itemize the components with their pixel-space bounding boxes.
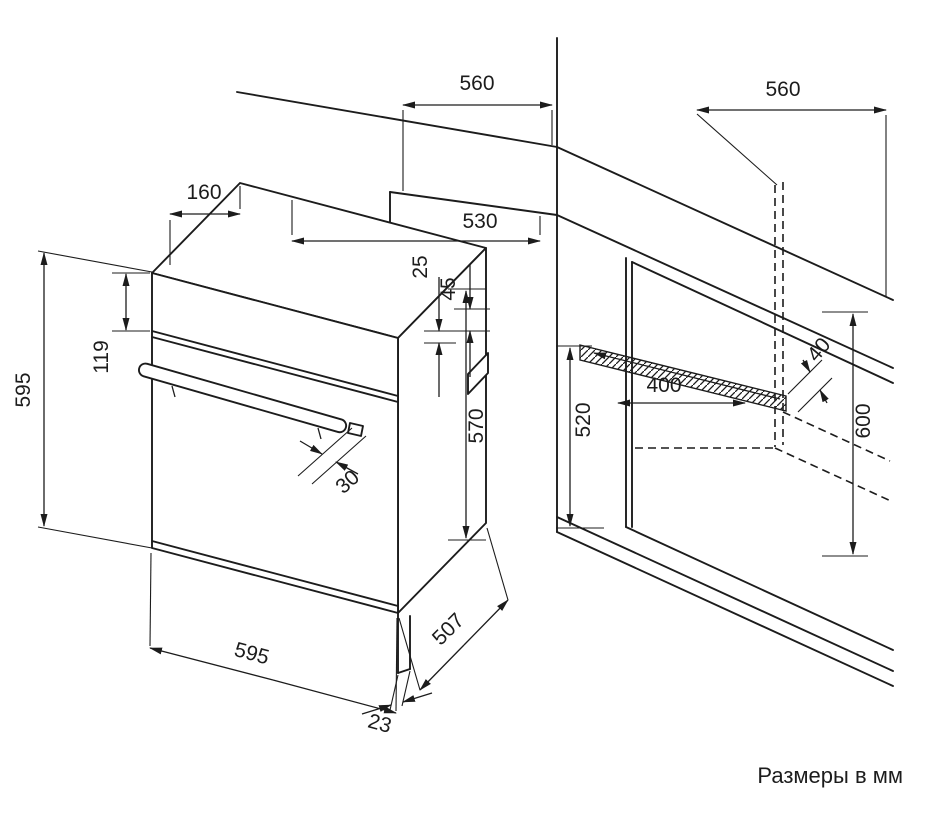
- units-caption: Размеры в мм: [757, 763, 903, 788]
- dim-niche-front-height: 520: [556, 345, 604, 529]
- dim-top-depth: 530: [291, 200, 541, 245]
- dim-label-vent-gap: 40: [803, 333, 836, 366]
- oven-handle: [138, 362, 364, 440]
- dim-label-body-height: 570: [465, 408, 488, 443]
- dim-label-niche-side-depth: 560: [765, 78, 800, 101]
- dim-label-oven-width: 595: [232, 638, 272, 669]
- dim-body-height: 570: [448, 288, 488, 541]
- dim-label-base-recess: 23: [365, 710, 394, 738]
- dim-label-top-clearance: 25: [409, 255, 432, 278]
- dim-niche-rear-height: 600: [822, 311, 875, 557]
- oven-base: [397, 612, 411, 674]
- oven-drawing: [138, 182, 489, 674]
- cabinet-niche: [556, 214, 894, 687]
- dim-vent-depth: 400: [617, 374, 746, 407]
- dim-label-panel-height: 119: [90, 340, 113, 373]
- dim-label-top-depth: 530: [462, 210, 497, 233]
- dim-label-niche-top-depth: 560: [459, 72, 494, 95]
- dim-label-vent-depth: 400: [646, 374, 681, 397]
- dim-panel-height: 119: [90, 272, 150, 374]
- dim-label-oven-height: 595: [12, 372, 35, 407]
- ventilation-gap-hatch: [579, 344, 787, 412]
- dim-top-clearance: 25: [409, 255, 456, 397]
- dim-oven-height: 595: [12, 250, 153, 549]
- dim-label-body-depth: 507: [428, 609, 469, 650]
- dim-niche-top-depth: 560: [402, 72, 553, 191]
- dim-top-front-offset: 160: [169, 181, 241, 265]
- wall-lines: [236, 37, 894, 533]
- dim-label-niche-rear-height: 600: [852, 403, 875, 438]
- oven-side-vent: [467, 352, 489, 395]
- hidden-edges-dashed: [635, 182, 894, 503]
- dim-base-recess: 23: [361, 670, 433, 738]
- dim-label-top-front-offset: 160: [186, 181, 221, 204]
- dim-vent-gap: 40: [787, 333, 836, 413]
- dim-label-niche-front-height: 520: [572, 402, 595, 437]
- dim-niche-side-depth: 560: [696, 78, 887, 297]
- airflow-arrow: [593, 352, 781, 400]
